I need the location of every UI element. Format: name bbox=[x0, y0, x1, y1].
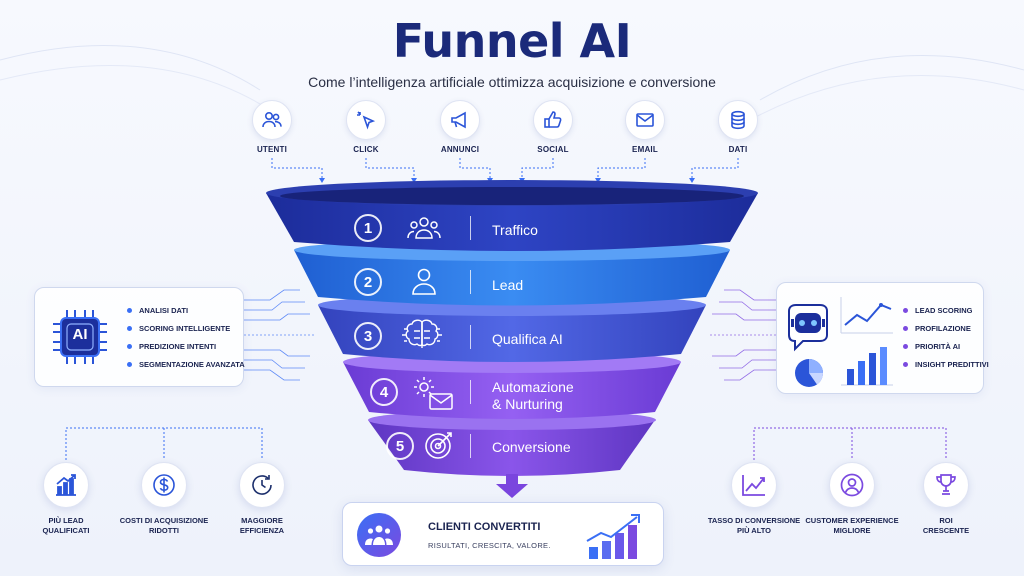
bullet-icon bbox=[903, 325, 908, 331]
bullet-icon bbox=[903, 361, 908, 367]
step-label-line2: & Nurturing bbox=[492, 396, 563, 412]
page-subtitle: Come l’intelligenza artificiale ottimizz… bbox=[308, 74, 716, 90]
source-label: UTENTI bbox=[256, 145, 288, 154]
result-subtitle: RISULTATI, CRESCITA, VALORE. bbox=[428, 541, 551, 550]
ai-chip-text: AI bbox=[72, 326, 88, 343]
dollar-icon bbox=[141, 462, 187, 508]
customers-group-icon bbox=[357, 513, 401, 557]
step-number: 3 bbox=[354, 322, 382, 350]
source-annunci: ANNUNCI bbox=[420, 100, 500, 154]
bullet-icon bbox=[127, 343, 132, 349]
bullet-icon bbox=[127, 307, 132, 313]
ai-capabilities-list: ANALISI DATI SCORING INTELLIGENTE PREDIZ… bbox=[127, 301, 245, 373]
source-label: CLICK bbox=[353, 145, 379, 154]
list-item: PROFILAZIONE bbox=[903, 319, 989, 337]
step-divider bbox=[470, 270, 471, 294]
step-number: 4 bbox=[370, 378, 398, 406]
database-icon bbox=[718, 100, 758, 140]
page-title: Funnel AI bbox=[392, 14, 632, 68]
step-divider bbox=[470, 216, 471, 240]
bar-chart-icon bbox=[839, 343, 895, 392]
source-dati: DATI bbox=[698, 100, 778, 154]
brain-circuit-icon bbox=[400, 318, 444, 357]
step-label: Qualifica AI bbox=[492, 331, 563, 347]
source-label: ANNUNCI bbox=[440, 145, 480, 154]
ai-capabilities-panel: AI ANALISI DATI SCORING INTELLIGENTE PRE… bbox=[34, 287, 245, 387]
source-label: SOCIAL bbox=[537, 145, 569, 154]
step-label: Lead bbox=[492, 277, 524, 293]
robot-chat-icon bbox=[785, 303, 831, 360]
trend-up-icon bbox=[731, 462, 777, 508]
target-icon bbox=[422, 428, 456, 467]
cursor-click-icon bbox=[346, 100, 386, 140]
step-label: Conversione bbox=[492, 439, 571, 455]
step-number: 2 bbox=[354, 268, 382, 296]
list-item: ANALISI DATI bbox=[127, 301, 245, 319]
clock-refresh-icon bbox=[239, 462, 285, 508]
bullet-icon bbox=[127, 361, 132, 367]
users-icon bbox=[252, 100, 292, 140]
source-email: EMAIL bbox=[605, 100, 685, 154]
list-item: LEAD SCORING bbox=[903, 301, 989, 319]
bullet-icon bbox=[127, 325, 132, 331]
bullet-icon bbox=[903, 307, 908, 313]
list-item: PREDIZIONE INTENTI bbox=[127, 337, 245, 355]
result-card: CLIENTI CONVERTITI RISULTATI, CRESCITA, … bbox=[342, 502, 664, 566]
megaphone-icon bbox=[440, 100, 480, 140]
list-item: PRIORITÀ AI bbox=[903, 337, 989, 355]
source-click: CLICK bbox=[326, 100, 406, 154]
step-number: 5 bbox=[386, 432, 414, 460]
ai-insights-list: LEAD SCORING PROFILAZIONE PRIORITÀ AI IN… bbox=[903, 301, 989, 373]
step-divider bbox=[470, 325, 471, 349]
step-label: Traffico bbox=[492, 222, 538, 238]
person-icon bbox=[410, 266, 438, 301]
gear-mail-icon bbox=[410, 374, 456, 417]
people-group-icon bbox=[406, 214, 442, 247]
step-divider bbox=[470, 380, 471, 404]
trophy-icon bbox=[923, 462, 969, 508]
pie-chart-icon bbox=[793, 357, 825, 394]
envelope-icon bbox=[625, 100, 665, 140]
source-utenti: UTENTI bbox=[232, 100, 312, 154]
bullet-icon bbox=[903, 343, 908, 349]
line-chart-icon bbox=[839, 295, 895, 340]
source-label: EMAIL bbox=[632, 145, 658, 154]
list-item: SCORING INTELLIGENTE bbox=[127, 319, 245, 337]
step-number: 1 bbox=[354, 214, 382, 242]
step-label: Automazione bbox=[492, 379, 574, 395]
thumbs-up-icon bbox=[533, 100, 573, 140]
rising-bars-icon bbox=[585, 511, 649, 566]
growth-chart-icon bbox=[43, 462, 89, 508]
user-circle-icon bbox=[829, 462, 875, 508]
ai-chip-icon: AI bbox=[47, 304, 113, 370]
ai-insights-panel: LEAD SCORING PROFILAZIONE PRIORITÀ AI IN… bbox=[776, 282, 989, 394]
step-divider bbox=[470, 434, 471, 458]
result-title: CLIENTI CONVERTITI bbox=[428, 521, 541, 533]
list-item: INSIGHT PREDITTIVI bbox=[903, 355, 989, 373]
list-item: SEGMENTAZIONE AVANZATA bbox=[127, 355, 245, 373]
source-social: SOCIAL bbox=[513, 100, 593, 154]
source-label: DATI bbox=[728, 145, 748, 154]
